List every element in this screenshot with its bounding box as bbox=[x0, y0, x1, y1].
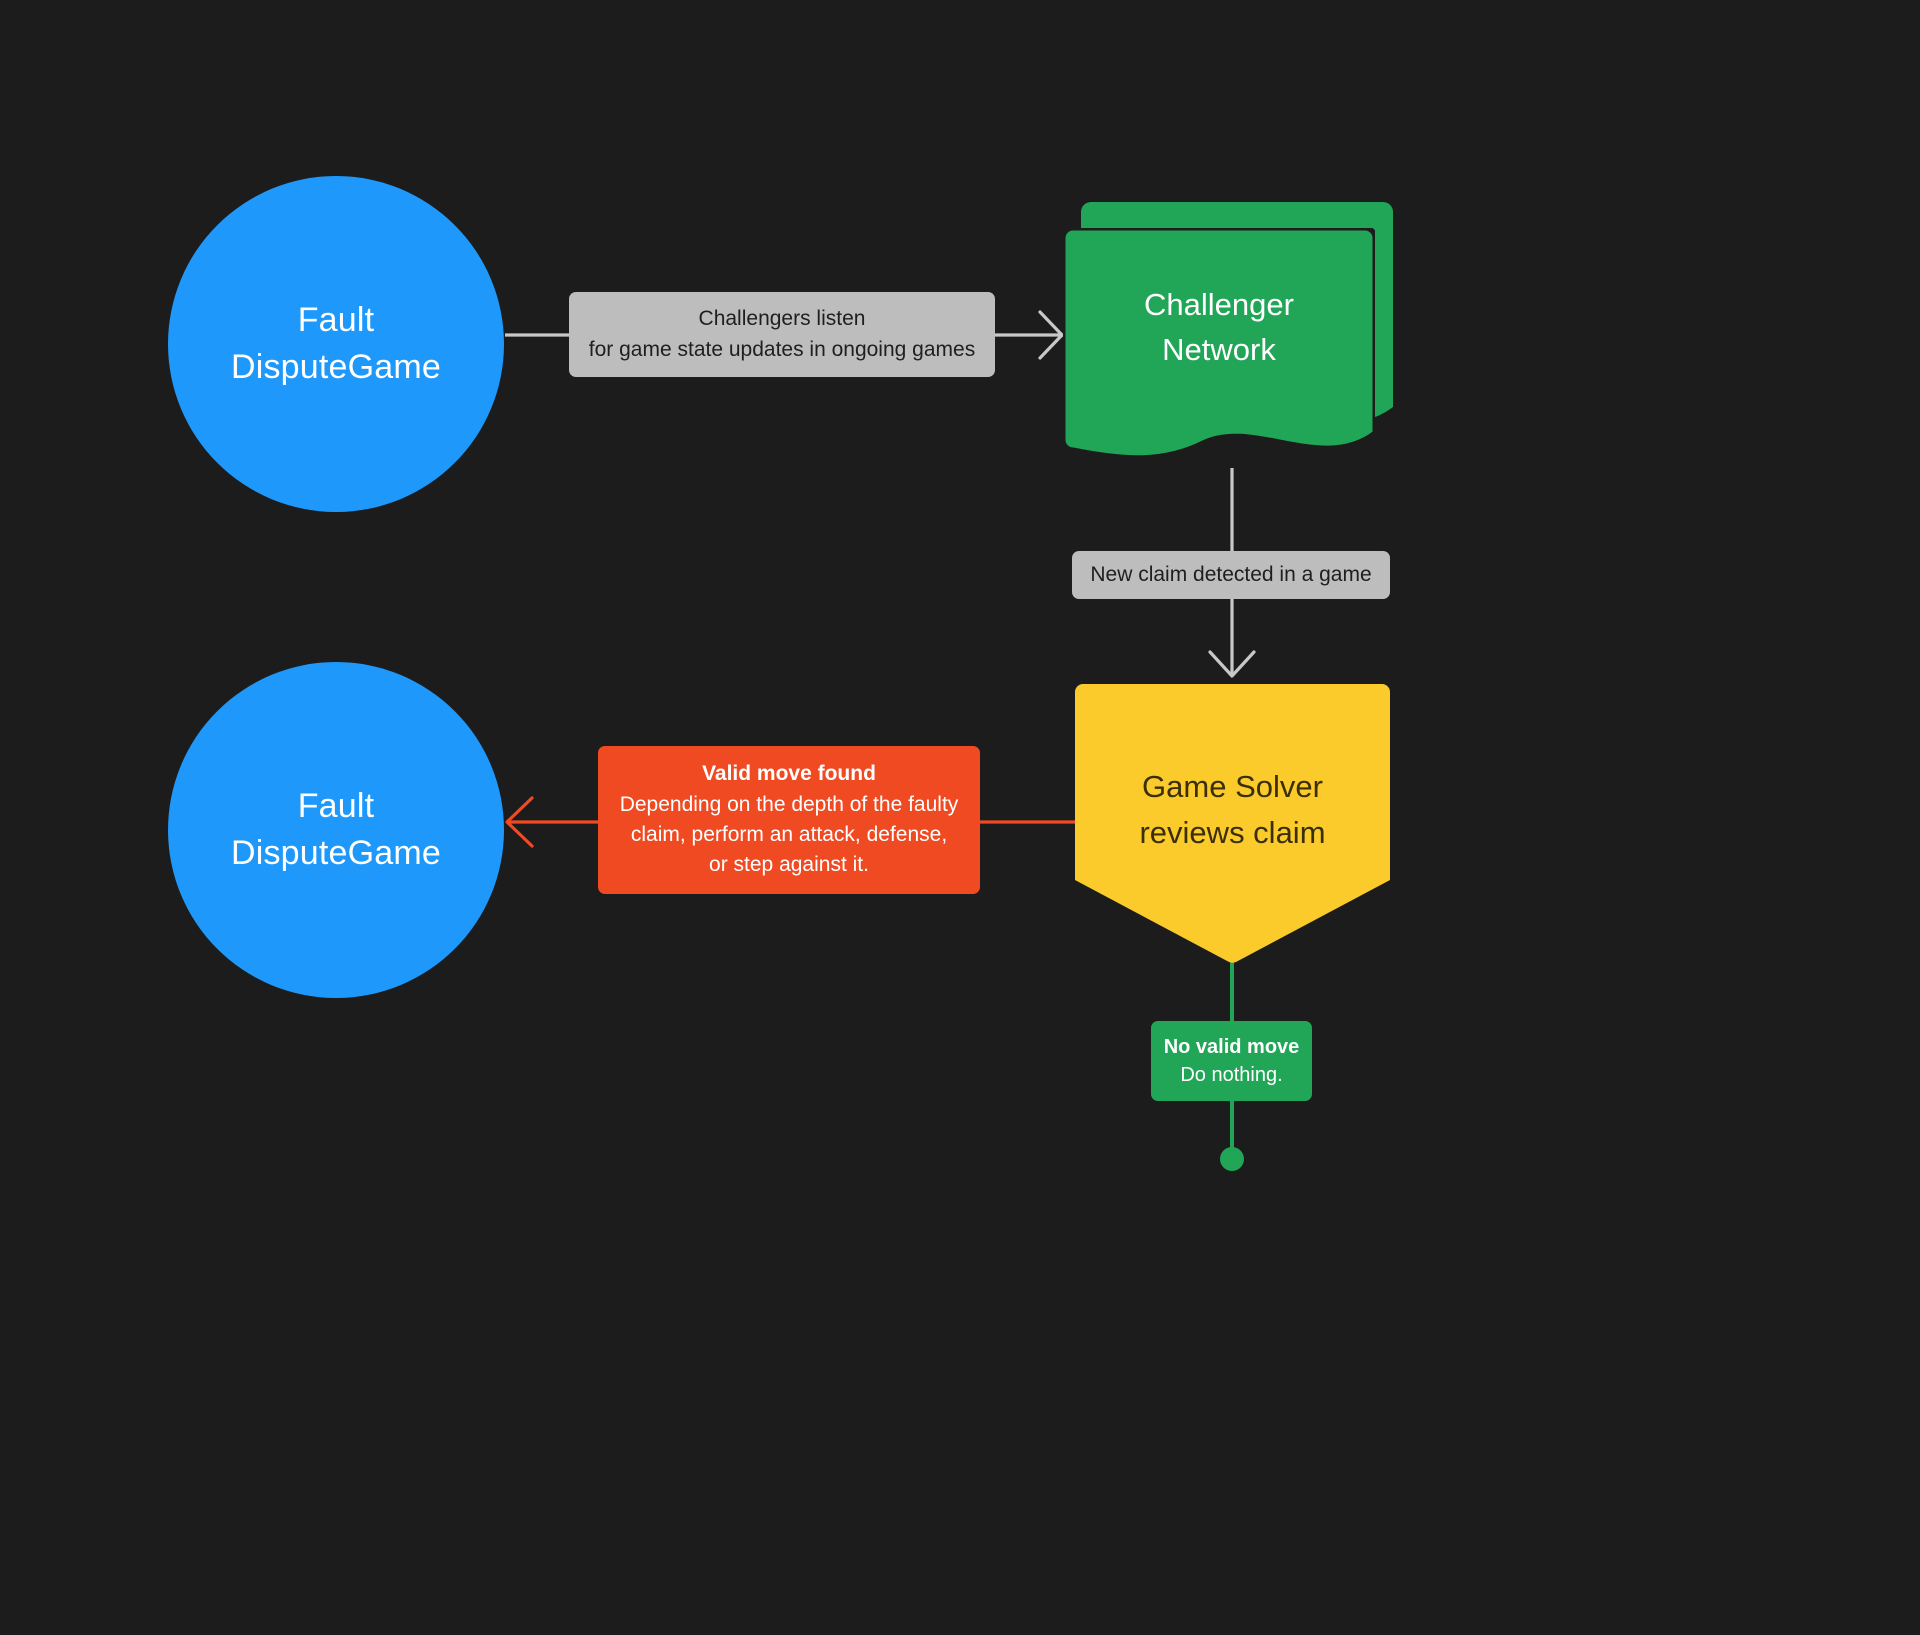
edge-label-valid-move-found: Valid move found Depending on the depth … bbox=[598, 746, 980, 894]
node-label-line1: Game Solver bbox=[1142, 768, 1323, 804]
node-label-line2: Network bbox=[1162, 332, 1276, 367]
document-front-sheet-icon bbox=[1063, 228, 1375, 461]
edge-label-new-claim-detected: New claim detected in a game bbox=[1072, 551, 1390, 599]
node-label: Challenger Network bbox=[1063, 228, 1375, 428]
edge-label-line2: for game state updates in ongoing games bbox=[588, 337, 976, 361]
edge-label-title: Valid move found bbox=[702, 762, 876, 786]
node-label-line2: DisputeGame bbox=[230, 834, 442, 872]
edge-label-line1: Do nothing. bbox=[1180, 1064, 1283, 1086]
node-fault-dispute-game-top[interactable]: Fault DisputeGame bbox=[168, 176, 504, 512]
node-label-line2: reviews claim bbox=[1139, 815, 1326, 850]
shield-shape-icon bbox=[1075, 684, 1390, 963]
node-label-line1: Fault bbox=[297, 787, 375, 826]
edge-label-challengers-listen: Challengers listen for game state update… bbox=[569, 292, 995, 377]
node-label: Game Solver reviews claim bbox=[1075, 740, 1390, 880]
edge-label-no-valid-move: No valid move Do nothing. bbox=[1151, 1021, 1312, 1101]
edge-label-line1: Depending on the depth of the faulty bbox=[619, 792, 959, 816]
node-fault-dispute-game-bottom[interactable]: Fault DisputeGame bbox=[168, 662, 504, 998]
node-challenger-network[interactable]: Challenger Network bbox=[1063, 202, 1398, 467]
edge-label-line1: Challengers listen bbox=[698, 307, 866, 331]
node-label-line2: DisputeGame bbox=[230, 348, 442, 386]
node-game-solver[interactable]: Game Solver reviews claim bbox=[1075, 684, 1390, 964]
node-label-line1: Challenger bbox=[1144, 287, 1294, 323]
node-label-line1: Fault bbox=[297, 301, 375, 340]
edge-label-title: No valid move bbox=[1163, 1035, 1300, 1058]
edge-label-line3: or step against it. bbox=[709, 853, 869, 877]
terminator-dot-icon bbox=[1220, 1147, 1244, 1171]
edge-label-line2: claim, perform an attack, defense, bbox=[630, 823, 948, 846]
